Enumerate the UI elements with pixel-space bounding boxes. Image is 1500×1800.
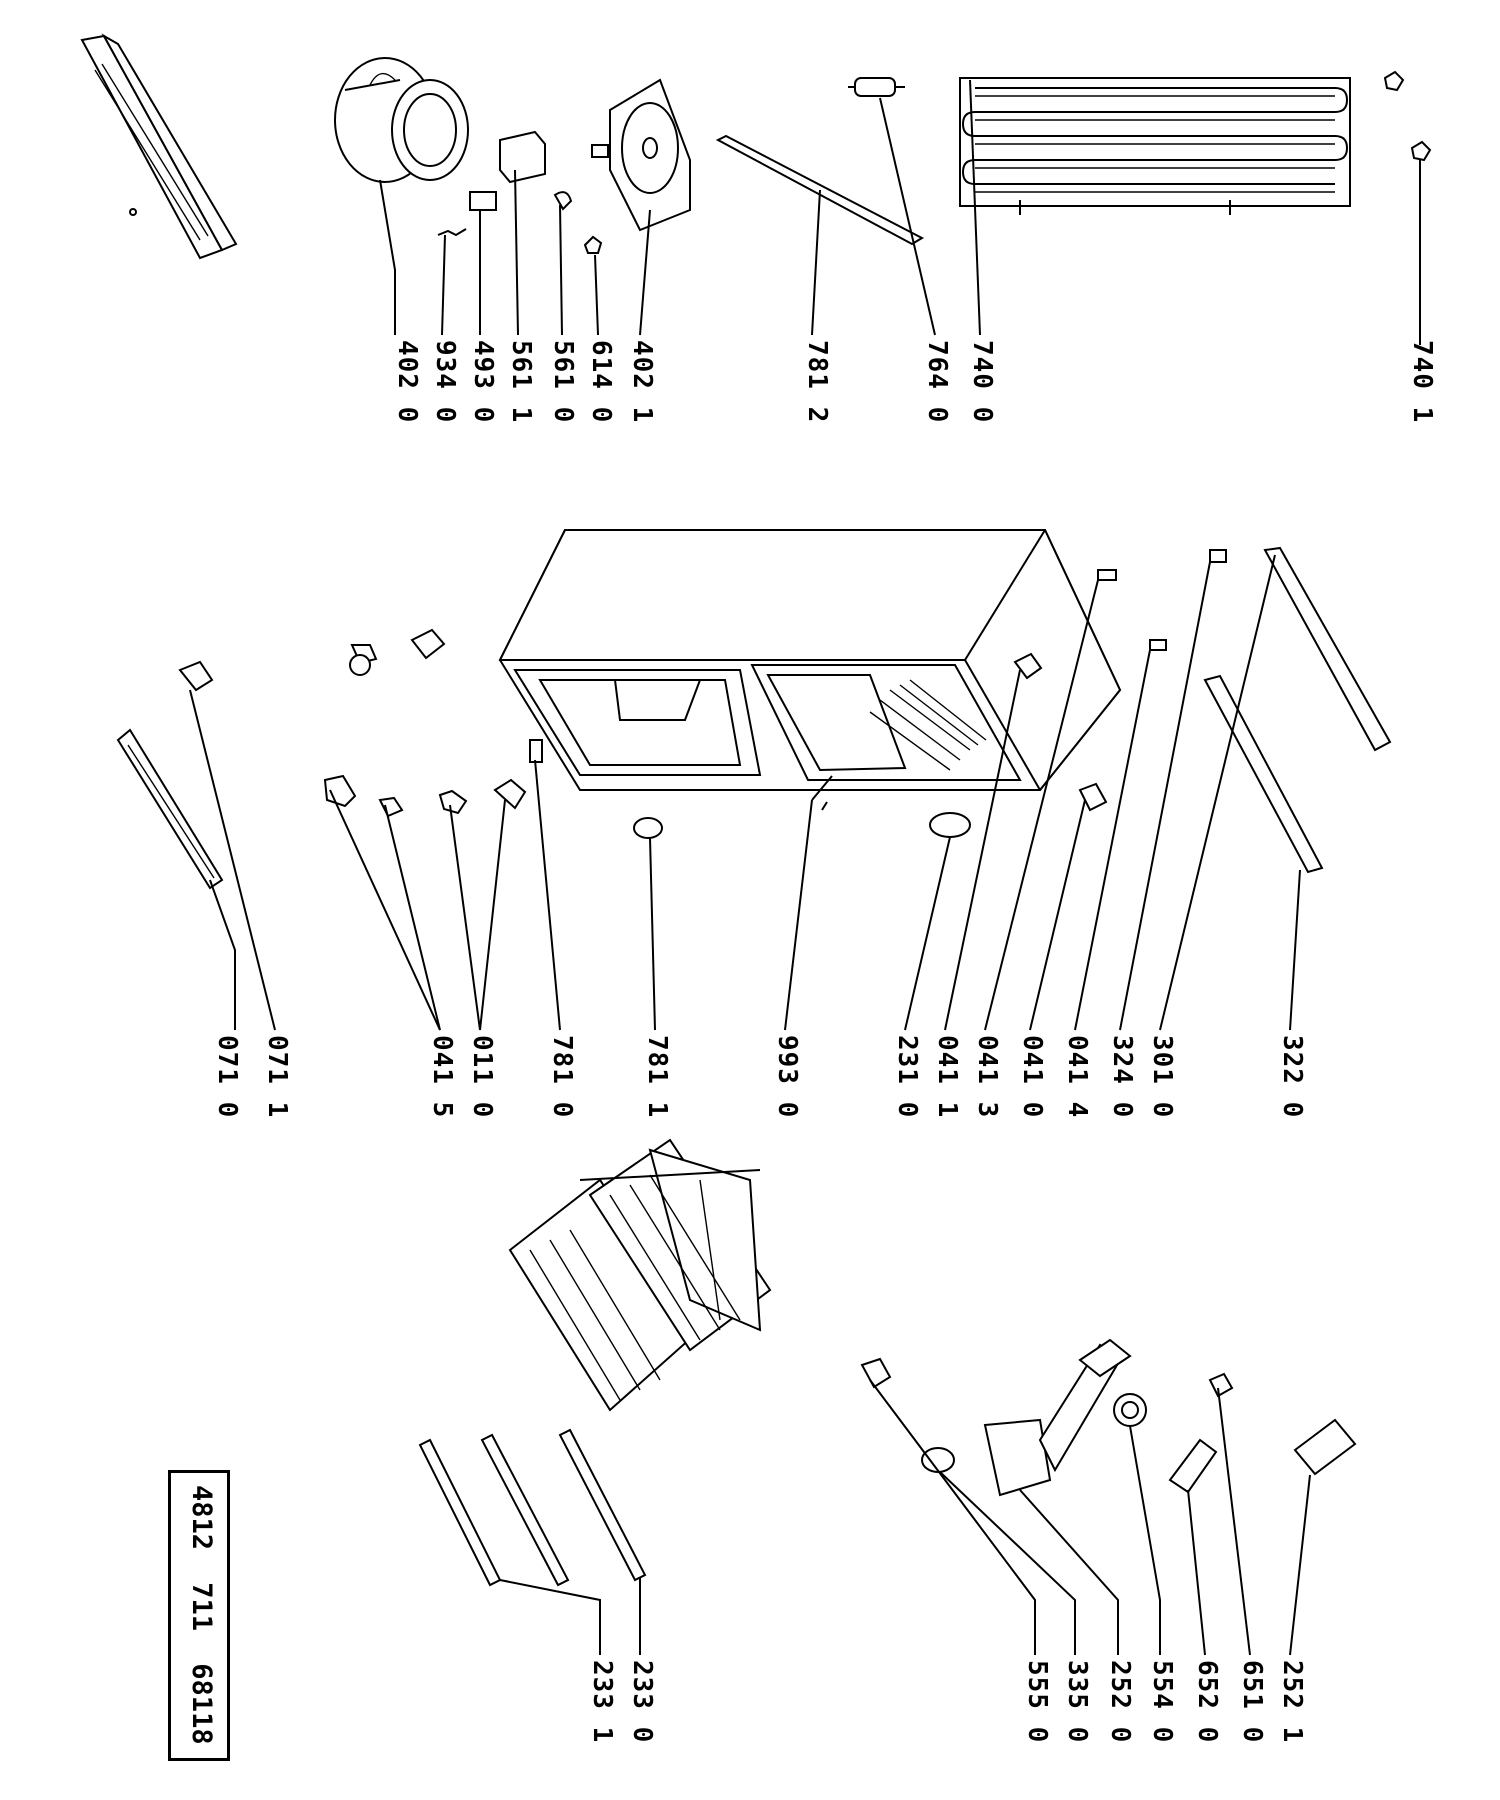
top-rail-part: [80, 33, 238, 260]
part-label: 231 0: [892, 1035, 922, 1119]
part-label: 041 5: [427, 1035, 457, 1119]
cabinet-body: [498, 529, 1122, 792]
part-label: 493 0: [468, 340, 498, 424]
part-label: 041 0: [1017, 1035, 1047, 1119]
leader-lines: [189, 79, 1421, 1656]
part-label: 301 0: [1147, 1035, 1177, 1119]
wire-shelves: [508, 1138, 772, 1412]
part-label: 934 0: [430, 340, 460, 424]
part-label: 402 0: [392, 340, 422, 424]
part-label: 041 3: [972, 1035, 1002, 1119]
part-label: 335 0: [1062, 1660, 1092, 1744]
condenser-coil: [959, 70, 1432, 215]
model-number: 4812 711 68118: [186, 1485, 217, 1745]
part-label: 614 0: [586, 340, 616, 424]
part-label: 561 1: [506, 340, 536, 424]
part-label: 071 1: [262, 1035, 292, 1119]
part-label: 651 0: [1237, 1660, 1267, 1744]
part-label: 740 0: [967, 340, 997, 424]
part-label: 740 1: [1407, 340, 1437, 424]
part-label: 071 0: [212, 1035, 242, 1119]
part-label: 233 1: [587, 1660, 617, 1744]
compressor-group: [334, 57, 691, 254]
part-label: 781 2: [802, 340, 832, 424]
model-number-box: 4812 711 68118: [168, 1470, 230, 1761]
part-label: 781 0: [547, 1035, 577, 1119]
part-label: 561 0: [548, 340, 578, 424]
part-label: 041 4: [1062, 1035, 1092, 1119]
part-label: 652 0: [1192, 1660, 1222, 1744]
capacitor-part: [848, 77, 905, 97]
part-label: 011 0: [467, 1035, 497, 1119]
part-label: 322 0: [1277, 1035, 1307, 1119]
part-label: 555 0: [1022, 1660, 1052, 1744]
part-label: 554 0: [1147, 1660, 1177, 1744]
part-label: 402 1: [627, 340, 657, 424]
part-label: 233 0: [627, 1660, 657, 1744]
part-label: 252 1: [1277, 1660, 1307, 1744]
part-label: 781 1: [642, 1035, 672, 1119]
part-label: 764 0: [922, 340, 952, 424]
shelf-strips: [418, 1428, 647, 1587]
part-label: 993 0: [772, 1035, 802, 1119]
part-label: 041 1: [932, 1035, 962, 1119]
control-parts: [860, 1338, 1357, 1497]
part-label: 324 0: [1107, 1035, 1137, 1119]
part-label: 252 0: [1105, 1660, 1135, 1744]
